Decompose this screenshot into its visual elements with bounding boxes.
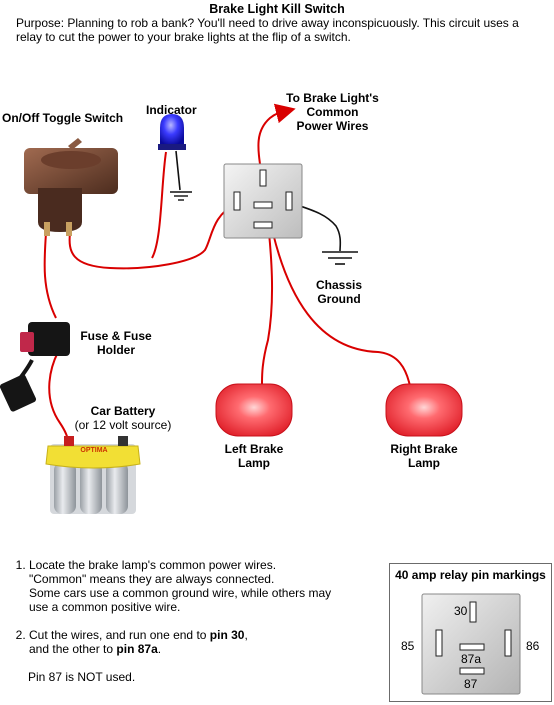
brake-light-wires-label: To Brake Light's Common Power Wires [286, 91, 379, 133]
fuse-holder-icon [0, 322, 70, 412]
toggle-switch-label: On/Off Toggle Switch [2, 111, 124, 125]
wire-fuse-to-battery [48, 351, 69, 443]
ground-wires [175, 150, 342, 252]
wire-to-brake-lights [257, 103, 296, 179]
indicator-ground-wire [175, 150, 181, 191]
wire-indicator-to-switch [151, 151, 167, 259]
indicator-led-icon [158, 114, 186, 150]
chassis-ground-label: Chassis Ground [315, 278, 363, 306]
car-battery-icon: OPTIMA [45, 436, 141, 514]
pin-87-label: 87 [464, 677, 478, 691]
instructions: Locate the brake lamp's common power wir… [14, 558, 354, 670]
indicator-ground-icon [170, 191, 192, 201]
chassis-ground-icon [322, 251, 358, 265]
instruction-step-2: Cut the wires, and run one end to pin 30… [29, 628, 354, 656]
right-lamp-label: Right Brake Lamp [390, 442, 458, 470]
relay-icon [223, 163, 303, 239]
wire-switch-to-relay [68, 203, 237, 270]
pin-87a-label: 87a [461, 652, 482, 666]
right-brake-lamp-icon [385, 383, 463, 437]
pin87-note: Pin 87 is NOT used. [28, 670, 136, 684]
car-battery-label: Car Battery (or 12 volt source) [74, 404, 172, 432]
page-title: Brake Light Kill Switch [209, 2, 345, 16]
toggle-switch-icon [24, 138, 118, 236]
pin-markings-box: 40 amp relay pin markings 30 85 86 87a 8… [389, 563, 552, 702]
left-brake-lamp-icon [215, 383, 293, 437]
pin-86-label: 86 [526, 639, 540, 653]
indicator-label: Indicator [146, 103, 197, 117]
instruction-step-1: Locate the brake lamp's common power wir… [29, 558, 354, 614]
wire-switch-to-fuse [43, 232, 57, 319]
fuse-holder-label: Fuse & Fuse Holder [80, 329, 152, 357]
wire-to-right-lamp [267, 209, 411, 387]
pin-markings-title: 40 amp relay pin markings [395, 568, 546, 582]
battery-brand: OPTIMA [80, 447, 107, 454]
purpose-text: Purpose: Planning to rob a bank? You'll … [16, 16, 519, 44]
pin-relay-icon [421, 593, 521, 695]
pin-85-label: 85 [401, 639, 415, 653]
relay-to-chassis-wire [293, 203, 342, 252]
wire-to-left-lamp [261, 204, 274, 385]
left-lamp-label: Left Brake Lamp [224, 442, 284, 470]
pin-30-label: 30 [454, 604, 468, 618]
